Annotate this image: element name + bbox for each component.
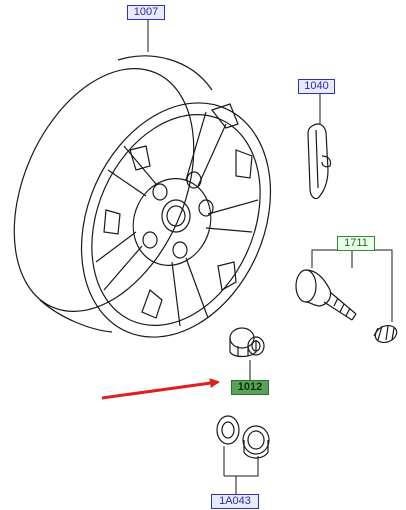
wheel-window	[235, 149, 253, 179]
leader-line-washer-set	[223, 446, 259, 494]
wheel-back-rim	[13, 68, 195, 312]
wheel-window	[141, 288, 163, 319]
callout-nut[interactable]: 1012	[231, 380, 269, 395]
wheel-lug-hole	[186, 171, 202, 189]
wheel-window	[217, 261, 237, 291]
wheel-trim-part	[307, 123, 332, 200]
wheel-barrel-bottom	[39, 299, 113, 333]
wheel-hub	[132, 178, 212, 266]
wheel-lug-hole	[198, 199, 214, 217]
wheel-nut-part	[229, 327, 265, 358]
wheel-front-rim-outer	[80, 102, 272, 338]
wheel-window	[103, 209, 121, 235]
washer-set-part	[216, 415, 270, 459]
wheel-window	[129, 145, 151, 171]
wheel-lug-hole	[152, 183, 168, 201]
highlight-arrow	[101, 378, 220, 400]
wheel-centre-bore	[161, 199, 191, 233]
wheel-barrel-top	[117, 55, 213, 91]
wheel-centre-bore-inner	[166, 205, 186, 227]
wheel-spoke	[185, 111, 227, 187]
wheel-spoke	[205, 199, 259, 233]
wheel-window	[211, 103, 239, 129]
callout-washer-set[interactable]: 1A043	[211, 494, 259, 509]
callout-trim[interactable]: 1040	[298, 79, 335, 94]
callout-wheel[interactable]: 1007	[127, 5, 165, 20]
wheel-spoke	[107, 145, 157, 197]
callout-valve[interactable]: 1711	[337, 236, 375, 251]
wheel-spoke	[95, 231, 143, 291]
wheel-front-rim-inner	[91, 114, 261, 326]
wheel-lug-hole	[172, 241, 188, 259]
valve-part	[295, 269, 398, 344]
wheel-lug-hole	[142, 231, 158, 249]
wheel-rim	[13, 55, 272, 338]
wheel-spoke	[171, 257, 209, 327]
